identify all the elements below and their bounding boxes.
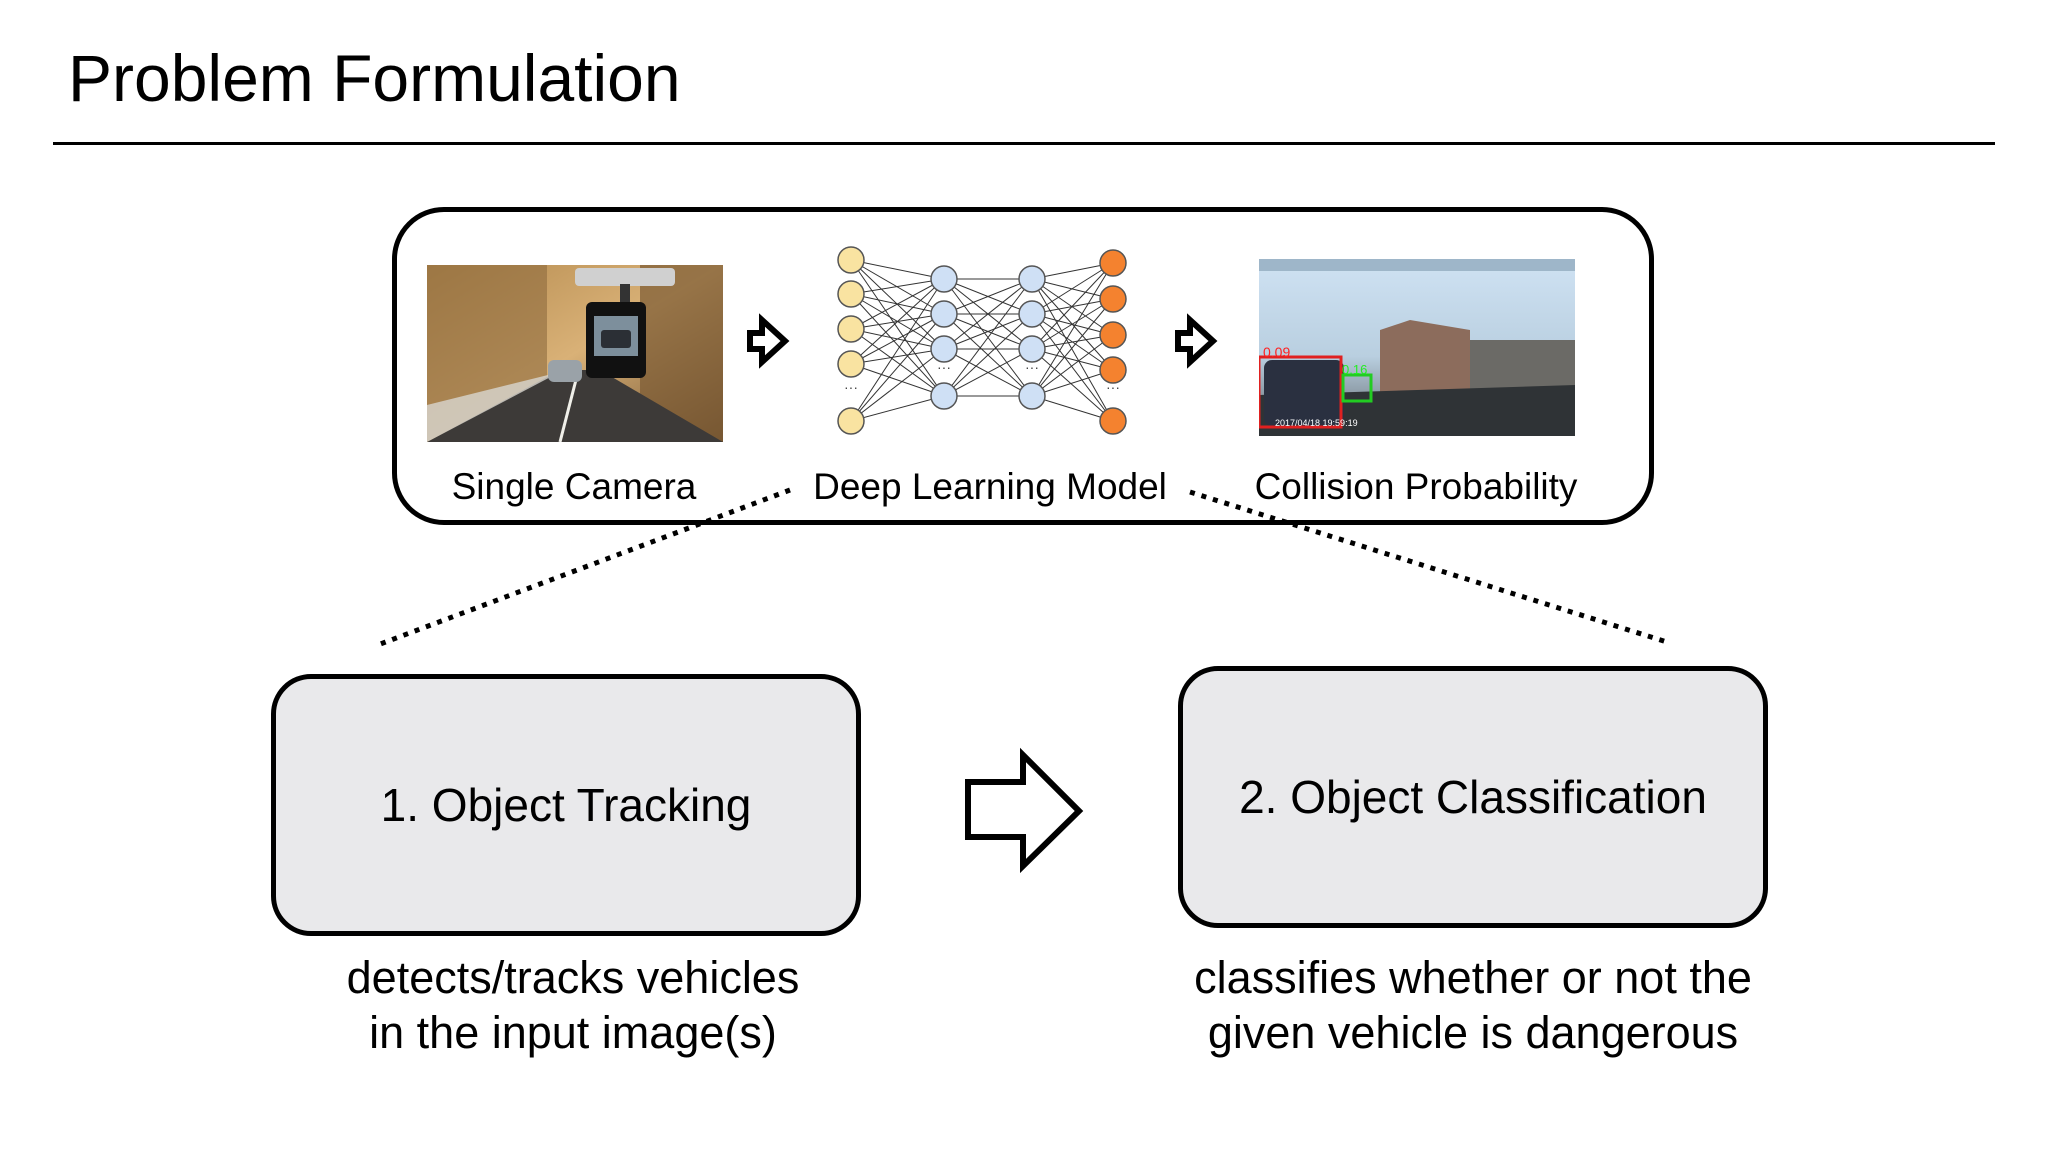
- nn-edge: [1031, 348, 1114, 422]
- nn-node: [837, 315, 865, 343]
- step-desc-classification-line2: given vehicle is dangerous: [1207, 1007, 1739, 1058]
- nn-node: [930, 300, 958, 328]
- nn-node: [1099, 285, 1127, 313]
- nn-edge: [1031, 369, 1114, 397]
- nn-edge: [850, 395, 945, 422]
- nn-edge: [1031, 262, 1114, 315]
- nn-edge: [850, 313, 945, 422]
- page-title: Problem Formulation: [68, 41, 681, 115]
- step-title-tracking: 1. Object Tracking: [380, 779, 752, 831]
- label-collision-probability: Collision Probability: [1254, 466, 1578, 507]
- nn-node: [930, 335, 958, 363]
- green-score-label: 0.16: [1342, 362, 1367, 377]
- nn-edge: [850, 278, 945, 365]
- nn-edge: [943, 278, 1033, 350]
- nn-edge: [1031, 298, 1114, 397]
- nn-edge: [1031, 395, 1114, 422]
- nn-edge: [1031, 298, 1114, 350]
- step-desc-tracking-line2: in the input image(s): [369, 1007, 777, 1058]
- nn-node: [1099, 321, 1127, 349]
- step-title-classification: 2. Object Classification: [1239, 771, 1707, 823]
- nn-node: [1018, 335, 1046, 363]
- step-object-tracking: 1. Object Tracking: [271, 674, 861, 936]
- nn-node: [837, 407, 865, 435]
- nn-edge: [1031, 313, 1114, 422]
- nn-edge: [850, 278, 945, 330]
- nn-edge: [850, 259, 945, 280]
- nn-edge: [850, 259, 945, 397]
- timestamp-overlay: 2017/04/18 19:59:19: [1275, 418, 1358, 428]
- zoom-line-left: [374, 487, 791, 649]
- nn-edge: [943, 313, 1033, 350]
- red-score-label: 0.09: [1263, 344, 1290, 360]
- step-desc-classification: classifies whether or not the given vehi…: [1194, 950, 1752, 1060]
- label-deep-learning-model: Deep Learning Model: [813, 466, 1167, 507]
- nn-node: [1018, 300, 1046, 328]
- step-desc-tracking: detects/tracks vehicles in the input ima…: [347, 950, 800, 1060]
- nn-node: [930, 265, 958, 293]
- nn-edge: [943, 348, 1033, 397]
- label-single-camera: Single Camera: [451, 466, 697, 507]
- arrow-small-1: [747, 313, 790, 369]
- nn-edge: [1031, 262, 1114, 397]
- step-object-classification: 2. Object Classification: [1178, 666, 1768, 928]
- arrow-small-2: [1175, 313, 1218, 369]
- neural-network-icon: ··· ··· ··· ···: [837, 246, 1127, 435]
- title-divider: [53, 142, 1995, 145]
- nn-edge: [1031, 348, 1114, 371]
- nn-edge: [850, 348, 945, 365]
- nn-edge: [943, 278, 1033, 397]
- nn-ellipsis: ···: [844, 379, 858, 395]
- nn-edge: [1031, 278, 1114, 422]
- nn-edge: [850, 278, 945, 422]
- dashcam-photo: [427, 265, 723, 442]
- detection-screenshot: 0.09 0.16 2017/04/18 19:59:19: [1259, 259, 1575, 436]
- nn-edge: [850, 278, 945, 295]
- nn-node: [837, 350, 865, 378]
- step-desc-classification-line1: classifies whether or not the: [1194, 952, 1752, 1003]
- nn-edge: [850, 293, 945, 397]
- nn-ellipsis: ···: [1106, 379, 1120, 395]
- step-desc-tracking-line1: detects/tracks vehicles: [346, 952, 800, 1003]
- nn-ellipsis: ···: [1025, 359, 1039, 375]
- nn-edge: [943, 313, 1033, 397]
- nn-node: [930, 382, 958, 410]
- nn-node: [837, 280, 865, 308]
- nn-node: [1018, 265, 1046, 293]
- nn-edge: [1031, 262, 1114, 350]
- nn-node: [1099, 407, 1127, 435]
- nn-node: [1018, 382, 1046, 410]
- arrow-large: [965, 747, 1084, 874]
- nn-edge: [1031, 334, 1114, 397]
- nn-edge: [1031, 262, 1114, 280]
- nn-ellipsis: ···: [937, 359, 951, 375]
- nn-node: [1099, 249, 1127, 277]
- nn-edge: [850, 348, 945, 422]
- nn-edge: [850, 313, 945, 365]
- zoom-line-right: [1189, 489, 1671, 646]
- nn-node: [1099, 356, 1127, 384]
- nn-edge: [850, 328, 945, 397]
- nn-edge: [943, 278, 1033, 315]
- nn-node: [837, 246, 865, 274]
- nn-edge: [850, 363, 945, 397]
